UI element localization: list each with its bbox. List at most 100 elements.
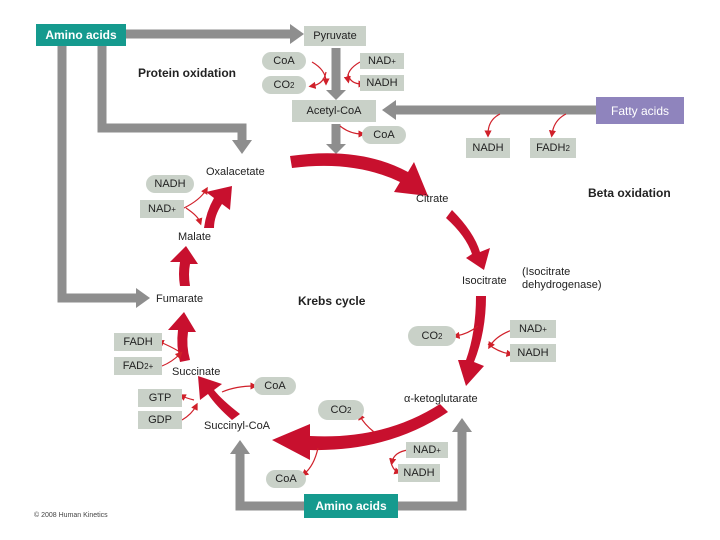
nad-malate-sup: +	[171, 204, 176, 214]
nadh-rect-fatty: NADH	[466, 138, 510, 158]
acetyl-coa-box: Acetyl-CoA	[292, 100, 376, 122]
carrow-nadh-akg	[389, 457, 402, 475]
fatty-acids-box: Fatty acids	[596, 97, 684, 124]
arrow-isocitrate-to-akg	[458, 296, 486, 386]
oxaloacetate-label: Oxalacetate	[206, 166, 265, 178]
fadh-rect-succinate: FADH	[114, 333, 162, 351]
coa-pyruvate-text: CoA	[273, 55, 295, 67]
fadh2-fatty-text: FADH	[536, 142, 566, 154]
carrow-coa-succ	[221, 382, 258, 393]
head-to-fumarate	[136, 288, 150, 308]
carrow-coa-acetyl	[339, 125, 366, 138]
carrow-co2-pyruvate	[308, 71, 327, 89]
head-to-oxaloacetate	[232, 140, 252, 154]
nad-akg-text: NAD	[413, 444, 437, 456]
amino-acids-top-box: Amino acids	[36, 24, 126, 46]
coa-pill-pyruvate: CoA	[262, 52, 306, 70]
head-to-cycle	[326, 144, 346, 154]
arrow-amino-to-fumarate	[57, 46, 136, 303]
fad-succ-sup: 2+	[144, 361, 154, 371]
succinate-label: Succinate	[172, 366, 221, 378]
krebs-cycle-arrows	[168, 153, 490, 460]
gtp-rect: GTP	[138, 389, 182, 407]
nadh-rect-top: NADH	[360, 75, 404, 91]
nadh-top-text: NADH	[366, 77, 398, 89]
amino-acids-bottom-label: Amino acids	[315, 499, 387, 513]
head-to-pyruvate	[290, 24, 304, 44]
nad-top-text: NAD	[368, 55, 392, 67]
arrow-amino-bottom-left	[235, 452, 304, 511]
carrow-gtp	[178, 394, 195, 401]
carrow-gdp	[181, 402, 198, 421]
nadh-rect-akg: NADH	[398, 464, 440, 482]
arrow-amino-to-oxaloacetate	[97, 46, 247, 140]
gdp-text: GDP	[148, 414, 172, 426]
co2-iso-sub: 2	[438, 331, 443, 341]
nadh-fatty-text: NADH	[472, 142, 504, 154]
co2-pyruvate-text: CO	[273, 79, 291, 91]
coa-pill-bottom: CoA	[266, 470, 306, 488]
nad-rect-akg: NAD+	[406, 442, 448, 458]
carrow-coa-bottom	[301, 447, 319, 477]
head-bottom-right	[452, 418, 472, 432]
fatty-acids-label: Fatty acids	[610, 103, 670, 118]
amino-acids-bottom-box: Amino acids	[304, 494, 398, 518]
carrow-coa-pyruvate	[311, 61, 330, 86]
nad-rect-top: NAD+	[360, 53, 404, 69]
carrow-co2-iso	[452, 325, 479, 339]
succinyl-coa-label: Succinyl-CoA	[204, 420, 271, 432]
co2-akg-sub: 2	[347, 405, 352, 415]
carrow-nad-malate	[185, 207, 203, 226]
gdp-rect: GDP	[138, 411, 182, 429]
carrow-nad-akg	[389, 449, 409, 466]
amino-acids-top-label: Amino acids	[45, 28, 117, 42]
citrate-label: Citrate	[416, 193, 449, 205]
acetyl-coa-label: Acetyl-CoA	[306, 105, 362, 117]
arrow-fumarate-to-malate	[170, 246, 198, 286]
pyruvate-label: Pyruvate	[313, 30, 357, 42]
nadh-rect-isocitrate: NADH	[510, 344, 556, 362]
cofactor-arrows	[156, 61, 567, 477]
fad-succ-text: FAD	[122, 360, 145, 372]
head-to-acetyl	[326, 90, 346, 100]
carrow-nadh-iso	[487, 343, 514, 357]
carrow-nad-iso	[488, 329, 513, 350]
carrow-fadh-fatty	[548, 113, 567, 138]
malate-label: Malate	[178, 231, 212, 243]
arrow-citrate-to-isocitrate	[446, 210, 490, 270]
nad-iso-sup: +	[542, 324, 547, 334]
isocitrate-label: Isocitrate	[462, 275, 507, 287]
carrow-fadh-succ	[156, 339, 181, 353]
arrow-malate-to-oxaloacetate	[204, 186, 232, 228]
coa-acetyl-text: CoA	[373, 129, 395, 141]
coa-pill-acetyl: CoA	[362, 126, 406, 144]
protein-oxidation-label: Protein oxidation	[138, 66, 237, 80]
head-bottom-left	[230, 440, 250, 454]
co2-pyruvate-sub: 2	[290, 80, 295, 90]
carrow-nadh-fatty	[484, 113, 501, 138]
arrow-succinate-to-fumarate	[168, 312, 196, 362]
krebs-cycle-label: Krebs cycle	[298, 294, 366, 308]
nadh-pill-malate: NADH	[146, 175, 194, 193]
arrow-amino-bottom-right	[398, 430, 467, 511]
gtp-text: GTP	[148, 392, 172, 404]
arrow-oxaloacetate-to-citrate	[290, 153, 428, 196]
head-from-fatty	[382, 100, 396, 120]
nad-malate-text: NAD	[148, 203, 172, 215]
co2-akg-text: CO	[330, 404, 348, 416]
co2-iso-text: CO	[421, 330, 439, 342]
nad-iso-text: NAD	[519, 323, 543, 335]
beta-oxidation-label: Beta oxidation	[588, 186, 671, 200]
gray-arrowheads	[136, 24, 472, 454]
carrow-nad-top	[343, 61, 361, 84]
coa-pill-succinyl: CoA	[254, 377, 296, 395]
fadh2-fatty-sub: 2	[565, 143, 570, 153]
carrow-nadh-malate	[183, 186, 208, 209]
arrow-succinylcoa-to-succinate	[198, 376, 240, 420]
coa-succ-text: CoA	[264, 380, 286, 392]
